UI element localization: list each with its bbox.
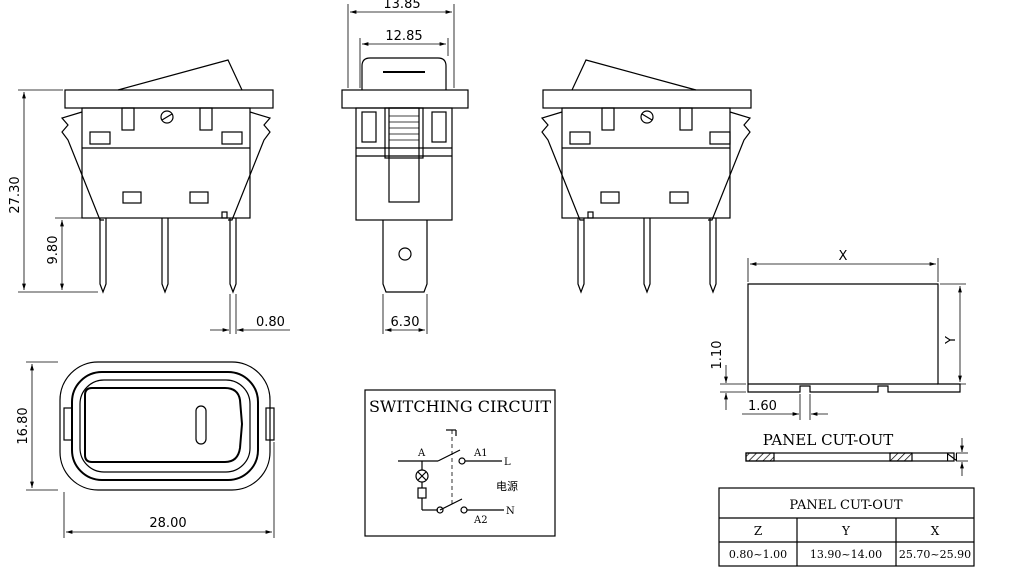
side-view-left (60, 59, 274, 294)
end-view-center (341, 57, 469, 293)
switching-circuit: SWITCHING CIRCUIT A A1 L A2 N 电源 (364, 389, 556, 537)
dim-front-height: 16.80 (16, 407, 31, 444)
table-value-z: 0.80~1.00 (729, 548, 787, 561)
dim-cutout-notch: 1.60 (748, 399, 777, 414)
circuit-label-a1: A1 (473, 448, 488, 459)
circuit-label-a2: A2 (473, 515, 488, 526)
dim-height-total: 27.30 (8, 176, 23, 213)
dimensions-end-view: 13.85 12.85 6.30 (347, 0, 455, 334)
circuit-label-l: L (504, 457, 511, 468)
table-title: PANEL CUT-OUT (789, 498, 902, 513)
circuit-label-a: A (417, 448, 426, 459)
dim-top-width-1: 13.85 (383, 0, 420, 12)
panel-section: PANEL CUT-OUT Z (745, 431, 968, 476)
table-header-y: Y (841, 524, 851, 538)
dimensions-cutout: X Y 1.10 1.60 (710, 249, 966, 420)
dimensions-left-view: 27.30 9.80 0.80 (8, 89, 290, 334)
dim-cutout-x: X (839, 249, 848, 264)
side-view-right (540, 59, 752, 294)
circuit-label-n: N (506, 506, 515, 517)
dim-pin-height: 9.80 (46, 236, 61, 265)
dimensions-front-view: 16.80 28.00 (16, 361, 275, 538)
table-header-z: Z (754, 524, 762, 538)
dim-terminal-width: 6.30 (391, 315, 420, 330)
dim-cutout-y: Y (944, 336, 959, 345)
panel-cutout-profile (747, 283, 961, 393)
cutout-table: PANEL CUT-OUT Z Y X 0.80~1.00 13.90~14.0… (718, 487, 975, 567)
dim-pin-thickness: 0.80 (256, 315, 285, 330)
panel-cutout-label: PANEL CUT-OUT (763, 431, 894, 449)
front-view (59, 361, 275, 491)
table-header-x: X (931, 524, 940, 538)
dim-front-width: 28.00 (149, 516, 186, 531)
circuit-label-power: 电源 (496, 479, 518, 493)
table-value-y: 13.90~14.00 (810, 548, 882, 561)
dim-top-width-2: 12.85 (385, 29, 422, 44)
dim-cutout-h: 1.10 (710, 341, 725, 370)
table-value-x: 25.70~25.90 (899, 548, 971, 561)
dim-cutout-z: Z (946, 452, 961, 461)
circuit-title: SWITCHING CIRCUIT (369, 397, 551, 416)
